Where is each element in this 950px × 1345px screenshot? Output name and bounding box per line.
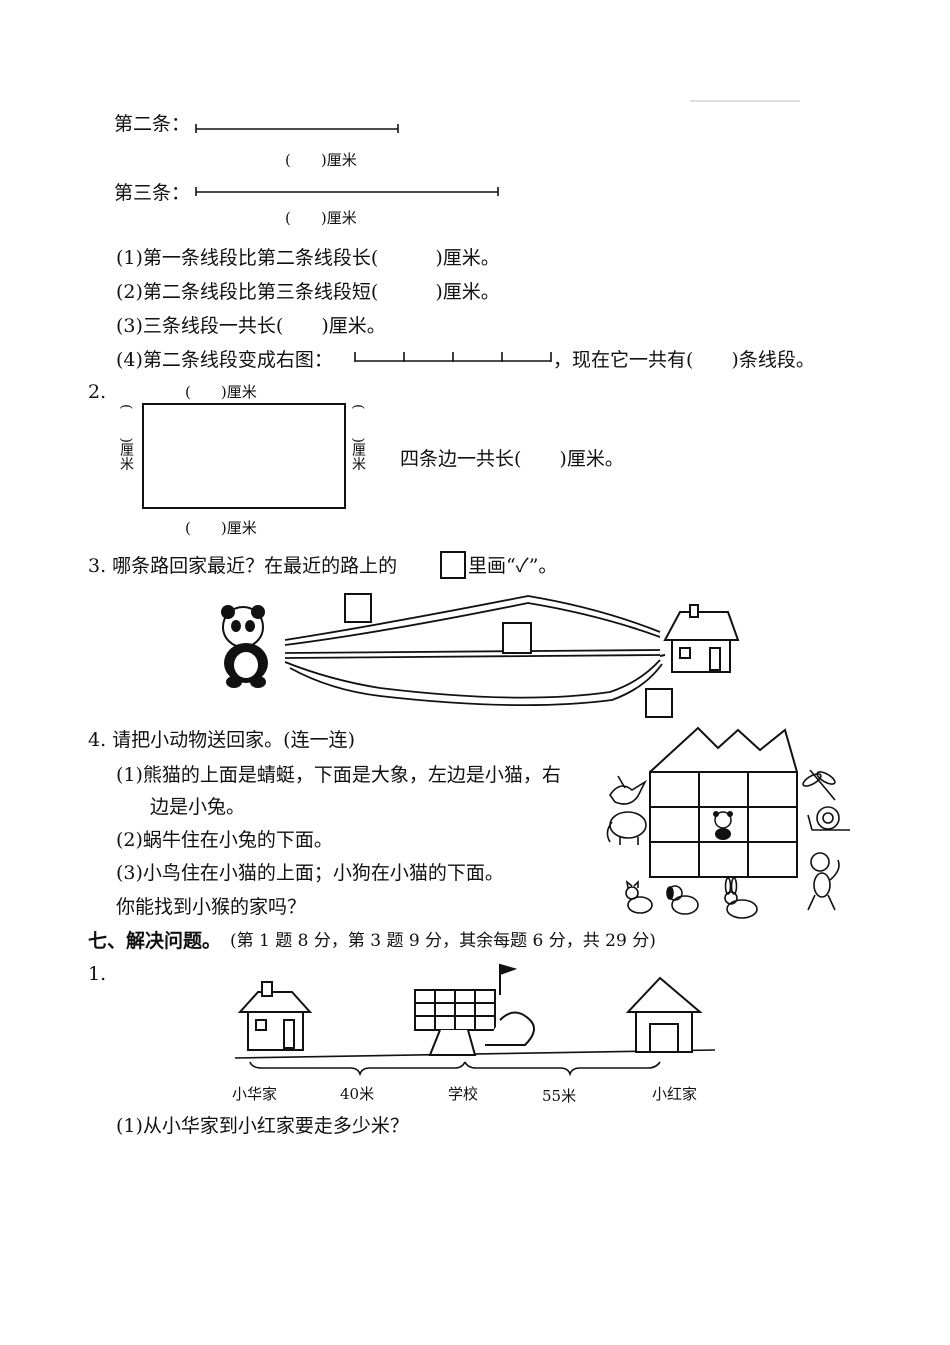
q2-left-blank: ( )厘米 <box>118 404 134 471</box>
section-7-note: (第 1 题 8 分，第 3 题 9 分，其余每题 6 分，共 29 分) <box>230 931 656 951</box>
q2-bottom-blank: ( )厘米 <box>185 519 257 537</box>
q3-inline-box <box>440 551 466 579</box>
q3-check-box-top-road[interactable] <box>344 593 372 623</box>
segment-two <box>195 124 399 133</box>
label-xiaohong-home: 小红家 <box>652 1085 698 1103</box>
dog-icon <box>666 885 699 915</box>
label-school: 学校 <box>448 1085 479 1103</box>
q1-item-4-suffix: ，现在它一共有( )条线段。 <box>553 349 815 371</box>
dragonfly-icon <box>802 769 836 801</box>
label-xiaohua-home: 小华家 <box>232 1085 278 1103</box>
segment-three-label: 第三条： <box>114 182 191 204</box>
monkey-icon <box>807 852 840 911</box>
panda-in-grid <box>713 811 733 840</box>
rabbit-icon <box>724 877 758 919</box>
q2-top-blank: ( )厘米 <box>185 383 257 401</box>
segment-three <box>195 187 499 196</box>
q4-line-4: (3)小鸟住在小猫的上面；小狗在小猫的下面。 <box>116 862 504 884</box>
q2-right-blank: ( )厘米 <box>350 404 366 471</box>
q1-item-1: (1)第一条线段比第二条线段长( )厘米。 <box>116 247 500 269</box>
panda-illustration <box>221 605 268 688</box>
school-illustration <box>414 963 535 1056</box>
q2-number: 2. <box>88 381 107 403</box>
q3-check-box-middle-road[interactable] <box>502 622 532 654</box>
q1-item-4-prefix: (4)第二条线段变成右图： <box>116 349 333 371</box>
q3-prompt-prefix: 3. 哪条路回家最近？在最近的路上的 <box>88 555 398 577</box>
q1-item-2: (2)第二条线段比第三条线段短( )厘米。 <box>116 281 500 303</box>
q4-line-2: 边是小兔。 <box>150 796 246 818</box>
segment-two-length-blank: ( )厘米 <box>285 151 357 169</box>
q4-line-3: (2)蜗牛住在小兔的下面。 <box>116 829 333 851</box>
section-7-q1-sub1: (1)从小华家到小红家要走多少米？ <box>116 1115 409 1137</box>
rectangle-figure <box>142 403 346 509</box>
q4-title: 4. 请把小动物送回家。(连一连) <box>88 729 355 751</box>
snail-icon <box>807 806 850 831</box>
label-distance-55: 55米 <box>542 1087 577 1105</box>
section-7-q1-number: 1. <box>88 963 107 985</box>
cat-icon <box>625 880 653 914</box>
animal-house <box>649 726 798 878</box>
q2-question: 四条边一共长( )厘米。 <box>400 448 624 470</box>
q1-item-3: (3)三条线段一共长( )厘米。 <box>116 315 386 337</box>
q3-check-box-bottom-road[interactable] <box>645 688 673 718</box>
section-7-title: 七、解决问题。 <box>88 930 222 952</box>
q3-prompt-suffix: 里画“✓”。 <box>468 555 558 577</box>
q4-line-5: 你能找到小猴的家吗？ <box>116 896 307 918</box>
segment-two-label: 第二条： <box>114 113 191 135</box>
xiaohong-house-illustration <box>625 976 703 1053</box>
xiaohua-house-illustration <box>237 981 313 1051</box>
label-distance-40: 40米 <box>340 1085 375 1103</box>
roads <box>284 595 663 707</box>
bird-icon <box>609 775 647 805</box>
segment-three-length-blank: ( )厘米 <box>285 209 357 227</box>
elephant-icon <box>606 811 647 845</box>
divided-segment <box>354 352 552 362</box>
house-illustration <box>659 604 740 673</box>
q4-line-1: (1)熊猫的上面是蜻蜓，下面是大象，左边是小猫，右 <box>116 764 561 786</box>
